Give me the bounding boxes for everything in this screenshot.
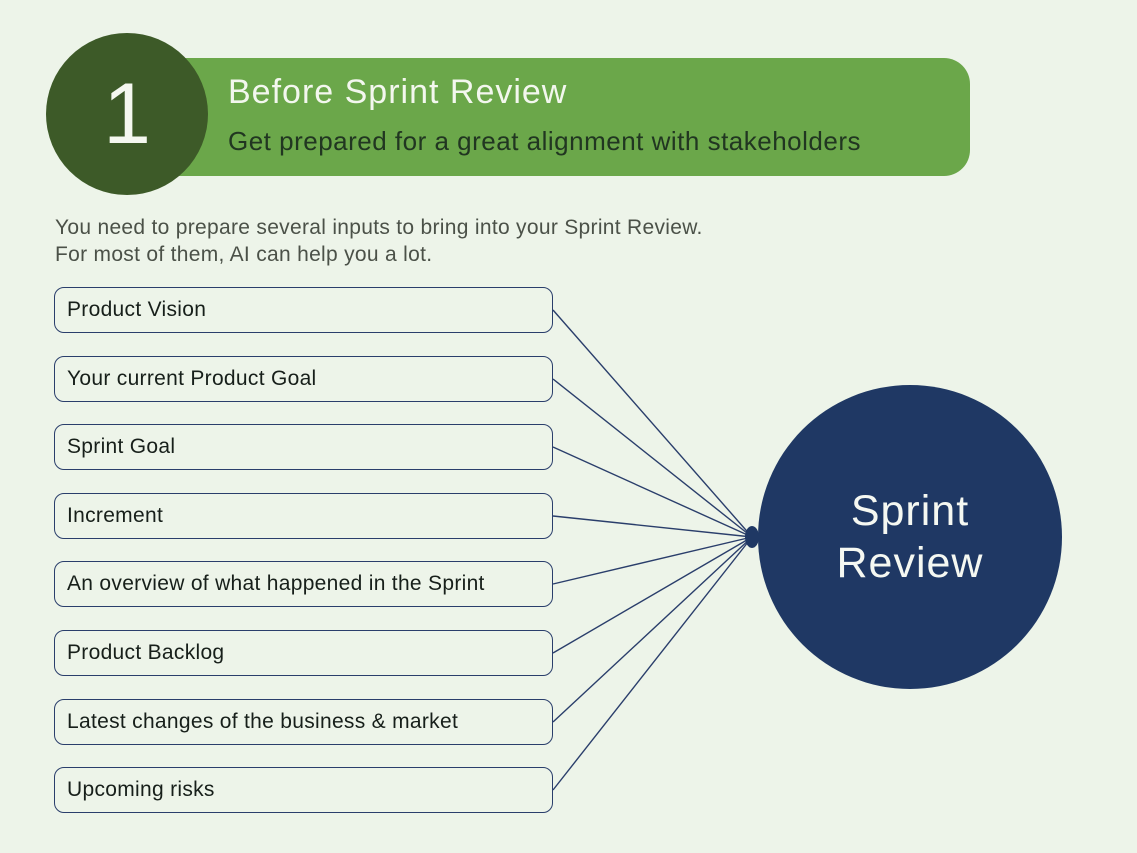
input-box-label: Product Backlog xyxy=(67,641,225,664)
connector-line xyxy=(552,378,753,538)
input-box: Sprint Goal xyxy=(54,424,553,470)
input-box-label: Latest changes of the business & market xyxy=(67,710,459,733)
sprint-review-line-1: Sprint xyxy=(850,486,970,535)
sprint-review-circle: Sprint Review xyxy=(758,385,1062,689)
input-box-label: Upcoming risks xyxy=(67,778,215,801)
connector-line xyxy=(552,536,753,791)
input-box-label: Increment xyxy=(67,504,164,527)
connector-line xyxy=(552,536,753,723)
connector-line xyxy=(552,446,753,538)
input-box-label: An overview of what happened in the Spri… xyxy=(67,572,485,595)
intro-line-1: You need to prepare several inputs to br… xyxy=(55,216,703,239)
input-box-label: Product Vision xyxy=(67,298,207,321)
sprint-review-line-2: Review xyxy=(836,539,984,587)
input-box: Upcoming risks xyxy=(54,767,553,813)
step-number: 1 xyxy=(103,66,151,162)
input-box: Product Vision xyxy=(54,287,553,333)
convergence-dot xyxy=(745,526,759,548)
intro-text: You need to prepare several inputs to br… xyxy=(55,214,703,268)
connector-line xyxy=(552,536,753,654)
input-box-label: Sprint Goal xyxy=(67,435,176,458)
input-box: Latest changes of the business & market xyxy=(54,699,553,745)
connector-line xyxy=(552,309,753,538)
page-title: Before Sprint Review xyxy=(228,73,568,111)
input-box: An overview of what happened in the Spri… xyxy=(54,561,553,607)
intro-line-2: For most of them, AI can help you a lot. xyxy=(55,243,433,266)
connector-line xyxy=(552,536,753,585)
page-subtitle: Get prepared for a great alignment with … xyxy=(228,126,862,156)
input-box: Your current Product Goal xyxy=(54,356,553,402)
input-box-label: Your current Product Goal xyxy=(67,367,317,390)
step-number-badge: 1 xyxy=(46,33,208,195)
input-box: Increment xyxy=(54,493,553,539)
header-banner: Before Sprint Review Get prepared for a … xyxy=(150,58,970,176)
connector-line xyxy=(552,515,753,538)
input-box: Product Backlog xyxy=(54,630,553,676)
